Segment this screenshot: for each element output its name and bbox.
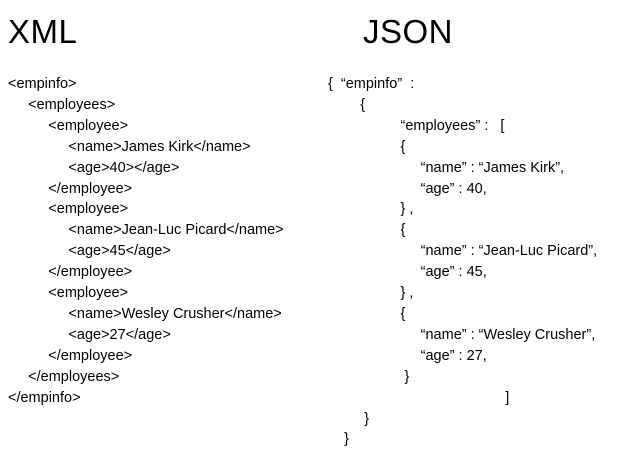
- xml-code-line: </empinfo>: [8, 389, 81, 406]
- json-code-line: {: [328, 222, 406, 239]
- xml-code-line: </employee>: [8, 347, 133, 364]
- json-code-line: {: [328, 138, 406, 155]
- json-code-line: “name” : “Jean-Luc Picard”,: [328, 243, 598, 260]
- json-code-line: ]: [328, 389, 510, 406]
- xml-code-line: <employee>: [8, 201, 129, 218]
- xml-heading: XML: [8, 13, 78, 50]
- xml-code-line: <employees>: [8, 96, 116, 113]
- json-code-line: }: [328, 410, 370, 427]
- xml-code-line: </employee>: [8, 264, 133, 281]
- json-code-block: { “empinfo” : { “employees” : [ { “name”…: [328, 74, 597, 450]
- json-code-line: “employees” : [: [328, 117, 505, 134]
- xml-code-line: <age>45</age>: [8, 243, 171, 260]
- xml-code-line: </employee>: [8, 180, 133, 197]
- json-heading: JSON: [363, 13, 454, 50]
- xml-code-line: <empinfo>: [8, 76, 77, 92]
- json-code-line: }: [328, 368, 410, 385]
- json-code-line: “age” : 40,: [328, 180, 487, 197]
- xml-code-line: <name>Wesley Crusher</name>: [8, 305, 282, 322]
- json-code-line: “age” : 27,: [328, 347, 487, 364]
- xml-code-line: <employee>: [8, 117, 129, 134]
- xml-code-line: </employees>: [8, 368, 120, 385]
- json-code-line: “age” : 45,: [328, 264, 487, 281]
- json-code-line: “name” : “Wesley Crusher”,: [328, 326, 596, 343]
- json-code-line: {: [328, 96, 366, 113]
- xml-code-line: <employee>: [8, 285, 129, 302]
- xml-code-line: <age>27</age>: [8, 326, 171, 343]
- xml-code-line: <age>40></age>: [8, 159, 180, 176]
- json-code-line: “name” : “James Kirk”,: [328, 159, 565, 176]
- json-code-line: } ,: [328, 201, 414, 218]
- json-code-line: }: [328, 431, 349, 448]
- xml-code-line: <name>Jean-Luc Picard</name>: [8, 222, 284, 239]
- json-code-line: } ,: [328, 285, 414, 302]
- json-code-line: { “empinfo” :: [328, 76, 415, 92]
- xml-code-line: <name>James Kirk</name>: [8, 138, 251, 155]
- json-code-line: {: [328, 305, 406, 322]
- xml-code-block: <empinfo> <employees> <employee> <name>J…: [8, 74, 284, 409]
